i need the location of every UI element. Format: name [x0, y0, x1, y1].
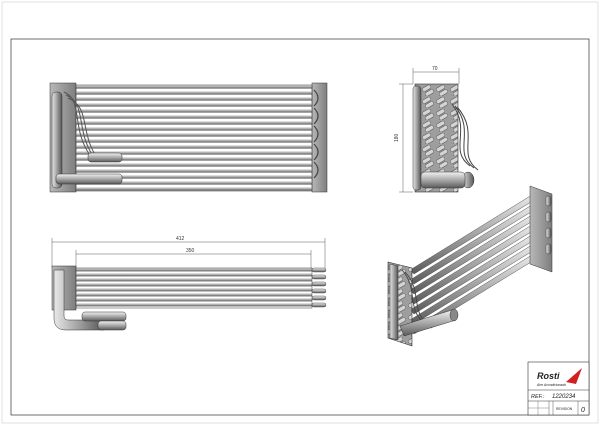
revision-value: 0: [581, 407, 585, 414]
bottom-return-bends: [311, 267, 327, 308]
iso-outlet-end: [449, 308, 459, 322]
revision-label: REVISION: [556, 407, 573, 411]
front-right-plate: [311, 82, 328, 193]
brand-mark-icon: [566, 368, 582, 384]
bottom-view: 412 350: [51, 236, 327, 331]
side-view: 70 180: [394, 66, 479, 193]
front-view: [49, 82, 328, 193]
side-capillary-lines: [451, 103, 479, 171]
iso-return-bends: [545, 195, 552, 255]
front-liquid-pipe: [87, 152, 123, 163]
side-header-pipe: [412, 85, 422, 191]
dim-overall-length: 412: [176, 236, 185, 242]
front-suction-pipe: [55, 173, 123, 185]
title-block: Rosti Aire Acondicionado REF.: 1220234 R…: [527, 361, 590, 416]
brand-logo: Rosti: [537, 371, 560, 381]
isometric-view: [387, 185, 553, 347]
dim-core-length: 350: [186, 248, 195, 254]
ref-value: 1220234: [552, 394, 576, 400]
brand-tagline: Aire Acondicionado: [536, 383, 566, 387]
front-header-pipe: [51, 91, 63, 189]
bottom-outlet-pipe-2: [97, 320, 127, 331]
ref-label: REF.:: [531, 394, 545, 400]
bottom-core-tubes: [76, 268, 312, 307]
drawing-border: [10, 38, 590, 416]
front-return-bends: [313, 89, 319, 179]
bottom-outlet-pipe-1: [81, 311, 127, 322]
dim-side-height: 180: [394, 133, 400, 142]
dim-top-width: 70: [432, 66, 438, 72]
iso-header-pipe: [389, 263, 399, 341]
front-core-tubes: [76, 85, 312, 191]
iso-core-tubes: [409, 189, 545, 335]
